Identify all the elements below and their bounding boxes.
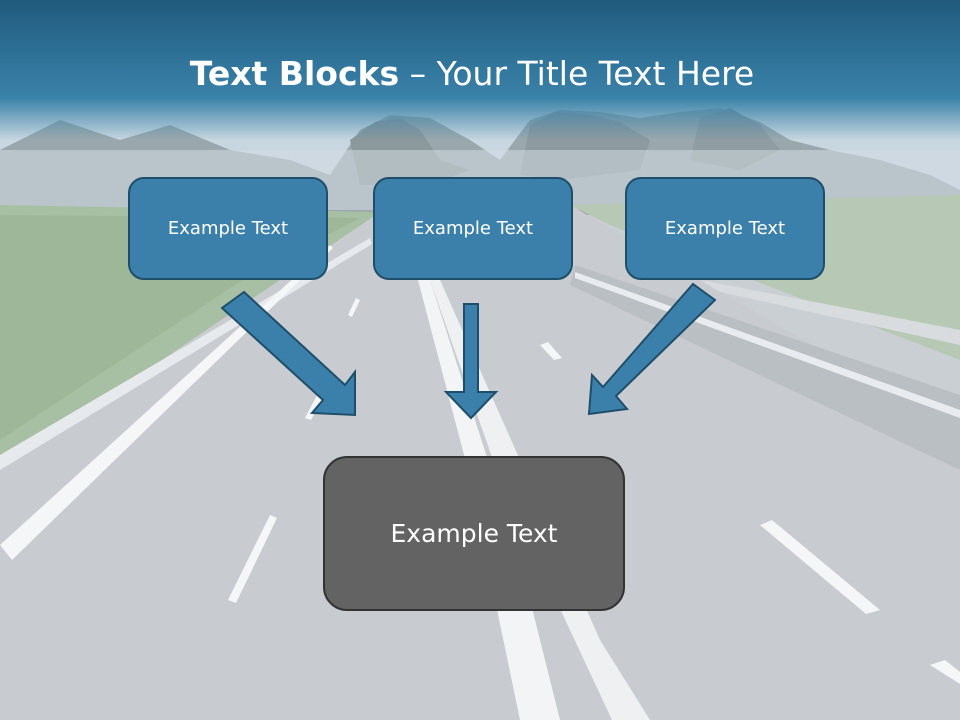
title-separator: –: [409, 54, 427, 93]
title-text: Your Title Text Here: [436, 54, 755, 93]
slide-title[interactable]: Text Blocks – Your Title Text Here: [0, 52, 944, 96]
text-block-bottom-label: Example Text: [390, 519, 558, 548]
title-bold-text: Text Blocks: [189, 54, 400, 93]
text-block-center[interactable]: Example Text: [373, 177, 573, 280]
text-block-left[interactable]: Example Text: [128, 177, 328, 280]
title-bar: [0, 0, 960, 140]
text-block-left-label: Example Text: [167, 218, 289, 239]
text-block-center-label: Example Text: [412, 218, 534, 239]
text-block-right-label: Example Text: [664, 218, 786, 239]
text-block-right[interactable]: Example Text: [625, 177, 825, 280]
text-block-bottom[interactable]: Example Text: [323, 456, 625, 611]
